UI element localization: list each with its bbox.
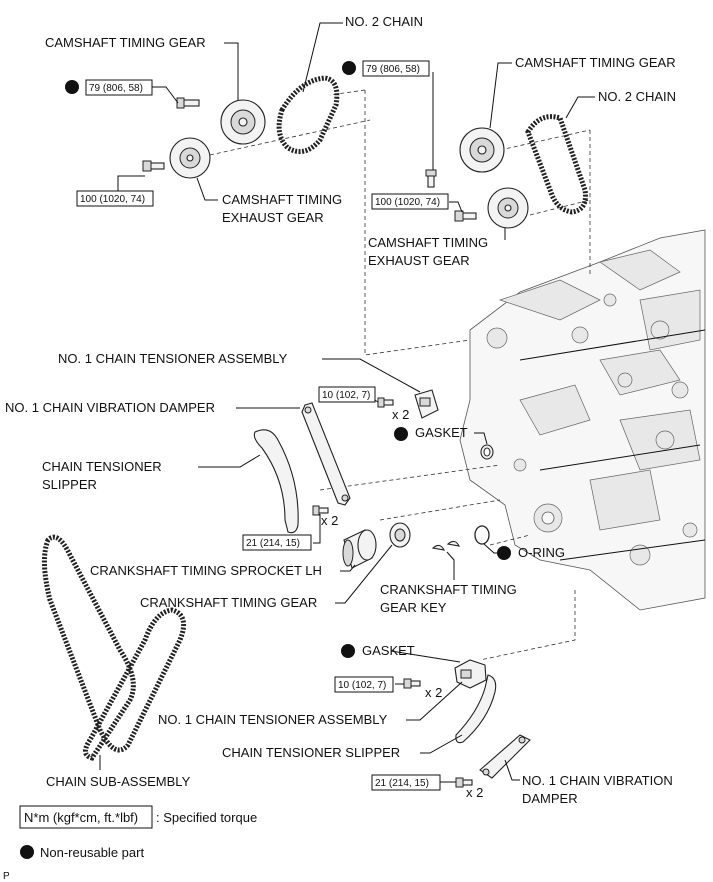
nonreusable-marker [497,546,511,560]
torque-boxes: 79 (806, 58) 79 (806, 58) 100 (1020, 74)… [65,60,511,800]
label-exhaust-gear-right-2: EXHAUST GEAR [368,253,470,268]
nonreusable-marker [342,61,356,75]
oring [474,525,490,545]
legend-nonreusable-dot [20,845,34,859]
label-camshaft-timing-gear-left: CAMSHAFT TIMING GEAR [45,35,206,50]
gasket-upper [480,444,494,460]
qty-lower-10: x 2 [425,685,442,700]
legend-nonreusable-text: Non-reusable part [40,845,144,860]
text-labels: CAMSHAFT TIMING GEAR NO. 2 CHAIN CAMSHAF… [5,14,676,806]
torque-left-100: 100 (1020, 74) [80,194,145,205]
label-exhaust-gear-left-1: CAMSHAFT TIMING [222,192,342,207]
label-gasket-lower: GASKET [362,643,415,658]
bolt-lower-10 [403,678,421,689]
chain-sub-assembly [42,534,187,770]
torque-left-79: 79 (806, 58) [89,83,143,94]
torque-right-100: 100 (1020, 74) [375,197,440,208]
torque-right-79: 79 (806, 58) [366,64,420,75]
label-tensioner-slipper-lower: CHAIN TENSIONER SLIPPER [222,745,400,760]
engine-block [459,229,706,611]
nonreusable-marker [341,644,355,658]
corner-mark: P [3,871,10,882]
leaders-top-left [117,22,343,201]
legend-torque-units: N*m (kgf*cm, ft.*lbf) [24,810,138,825]
chain-tensioner-assembly-upper [414,389,439,419]
bolt-right-79 [425,169,437,188]
label-no2-chain-left: NO. 2 CHAIN [345,14,423,29]
legend-torque-text: : Specified torque [156,810,257,825]
label-vibration-damper-upper: NO. 1 CHAIN VIBRATION DAMPER [5,400,215,415]
chain-tensioner-assembly-lower [454,659,487,689]
torque-upper-10: 10 (102, 7) [322,390,370,401]
chain-vibration-damper-upper [301,402,351,506]
label-gear-key-1: CRANKSHAFT TIMING [380,582,517,597]
torque-lower-10: 10 (102, 7) [338,680,386,691]
camshaft-timing-gear-right [459,127,505,173]
camshaft-timing-gear-left [220,99,266,145]
label-no2-chain-right: NO. 2 CHAIN [598,89,676,104]
bolt-upper-21 [312,505,329,516]
crankshaft-timing-gear-key [431,540,460,551]
nonreusable-marker [394,427,408,441]
no2-chain-right [525,114,588,215]
bolt-left-79 [176,97,200,109]
chain-vibration-damper-lower [479,734,531,779]
nonreusable-marker [65,80,79,94]
camshaft-exhaust-gear-right [487,187,529,229]
label-tensioner-assembly-lower: NO. 1 CHAIN TENSIONER ASSEMBLY [158,712,388,727]
leaders-middle [198,358,504,604]
qty-upper-10: x 2 [392,407,409,422]
leaders-lower [390,650,520,783]
crankshaft-timing-sprocket-lh [342,529,377,569]
label-vibration-damper-lower-1: NO. 1 CHAIN VIBRATION [522,773,673,788]
chain-tensioner-slipper-upper [253,429,299,534]
leaders-top-right [432,62,595,240]
crankshaft-timing-gear [389,522,411,548]
camshaft-exhaust-gear-left [169,137,211,179]
qty-upper-21: x 2 [321,513,338,528]
label-chain-sub-assembly: CHAIN SUB-ASSEMBLY [46,774,191,789]
bolt-right-100 [454,210,477,222]
label-gasket-upper: GASKET [415,425,468,440]
label-camshaft-timing-gear-right: CAMSHAFT TIMING GEAR [515,55,676,70]
label-tensioner-assembly-upper: NO. 1 CHAIN TENSIONER ASSEMBLY [58,351,288,366]
qty-lower-21: x 2 [466,785,483,800]
bolt-upper-10 [377,397,394,408]
label-tensioner-slipper-upper-2: SLIPPER [42,477,97,492]
torque-lower-21: 21 (214, 15) [375,778,429,789]
label-oring: O-RING [518,545,565,560]
label-crankshaft-sprocket-lh: CRANKSHAFT TIMING SPROCKET LH [90,563,322,578]
label-vibration-damper-lower-2: DAMPER [522,791,578,806]
torque-upper-21: 21 (214, 15) [246,538,300,549]
label-gear-key-2: GEAR KEY [380,600,447,615]
bolt-left-100 [142,160,165,172]
label-exhaust-gear-right-1: CAMSHAFT TIMING [368,235,488,250]
chain-tensioner-slipper-lower [455,674,497,744]
label-crankshaft-timing-gear: CRANKSHAFT TIMING GEAR [140,595,317,610]
legend: N*m (kgf*cm, ft.*lbf) : Specified torque… [3,805,257,882]
label-tensioner-slipper-upper-1: CHAIN TENSIONER [42,459,162,474]
label-exhaust-gear-left-2: EXHAUST GEAR [222,210,324,225]
no2-chain-left [276,75,340,155]
